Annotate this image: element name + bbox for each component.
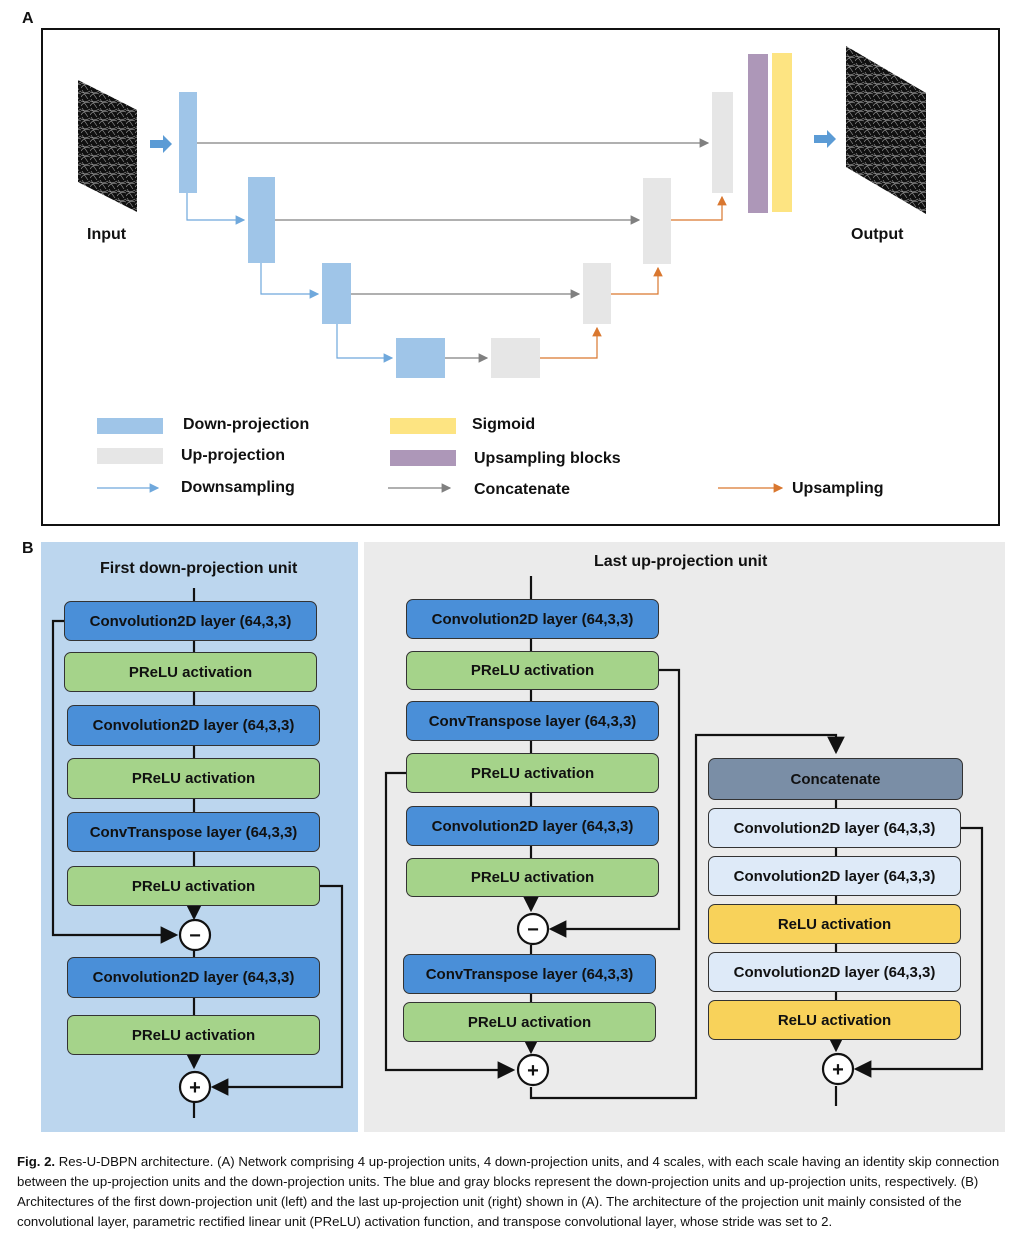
output-label: Output	[851, 226, 904, 243]
side-block-relu-1: ReLU activation	[708, 904, 961, 944]
legend-up-projection-label: Up-projection	[181, 447, 285, 464]
left-block-prelu-1: PReLU activation	[64, 652, 317, 692]
down-block-4	[396, 338, 445, 378]
side-block-concatenate: Concatenate	[708, 758, 963, 800]
side-block-conv-2: Convolution2D layer (64,3,3)	[708, 856, 961, 896]
left-add-symbol: +	[189, 1077, 201, 1099]
left-block-conv-1: Convolution2D layer (64,3,3)	[64, 601, 317, 641]
side-add-symbol: +	[832, 1059, 844, 1081]
legend-up-swatch	[97, 448, 163, 464]
right-add-symbol: +	[527, 1060, 539, 1082]
panel-a-letter: A	[22, 10, 34, 27]
upsampling-arrow-2	[611, 266, 663, 295]
up-block-4	[712, 92, 733, 193]
caption-label: Fig. 2.	[17, 1154, 56, 1169]
legend-concatenate-label: Concatenate	[474, 481, 571, 498]
panel-a-frame	[41, 28, 1000, 526]
down-block-1	[179, 92, 197, 193]
downsampling-arrow-3	[336, 324, 394, 363]
figure-caption: Fig. 2. Res-U-DBPN architecture. (A) Net…	[17, 1152, 1007, 1232]
side-block-relu-2: ReLU activation	[708, 1000, 961, 1040]
sigmoid-block	[772, 53, 792, 212]
legend-sigmoid-swatch	[390, 418, 456, 434]
right-block-convtranspose-1: ConvTranspose layer (64,3,3)	[406, 701, 659, 741]
side-block-conv-1: Convolution2D layer (64,3,3)	[708, 808, 961, 848]
right-subtract-node	[516, 912, 550, 946]
up-block-3	[643, 178, 671, 264]
left-block-conv-3: Convolution2D layer (64,3,3)	[67, 957, 320, 998]
left-unit-title: First down-projection unit	[100, 560, 298, 577]
right-add-node	[516, 1053, 550, 1087]
right-block-prelu-1: PReLU activation	[406, 651, 659, 690]
left-block-prelu-2: PReLU activation	[67, 758, 320, 799]
right-block-prelu-2: PReLU activation	[406, 753, 659, 793]
right-unit-title: Last up-projection unit	[594, 553, 768, 570]
right-block-prelu-4: PReLU activation	[403, 1002, 656, 1042]
side-add-node	[821, 1052, 855, 1086]
left-block-conv-2: Convolution2D layer (64,3,3)	[67, 705, 320, 746]
downsampling-arrow-2	[260, 263, 320, 299]
right-subtract-symbol: −	[527, 919, 539, 941]
down-block-2	[248, 177, 275, 263]
input-image	[78, 80, 137, 212]
caption-text: Res-U-DBPN architecture. (A) Network com…	[17, 1154, 1000, 1229]
legend-sigmoid-label: Sigmoid	[472, 416, 536, 433]
legend-upsampling-label: Upsampling	[792, 480, 884, 497]
right-block-conv-1: Convolution2D layer (64,3,3)	[406, 599, 659, 639]
down-block-3	[322, 263, 351, 324]
panel-b-letter: B	[22, 540, 34, 557]
right-block-conv-2: Convolution2D layer (64,3,3)	[406, 806, 659, 846]
upsampling-arrow-1	[540, 326, 602, 359]
up-block-1	[491, 338, 540, 378]
input-label: Input	[87, 226, 127, 243]
upsampling-arrow-3	[671, 195, 727, 221]
output-arrow	[814, 130, 836, 148]
up-block-2	[583, 263, 611, 324]
output-image	[846, 46, 926, 214]
legend-upsampling-swatch	[390, 450, 456, 466]
legend-upsampling-blocks-label: Upsampling blocks	[474, 450, 621, 467]
upsampling-block	[748, 54, 768, 213]
left-block-convtranspose: ConvTranspose layer (64,3,3)	[67, 812, 320, 852]
right-block-prelu-3: PReLU activation	[406, 858, 659, 897]
left-block-prelu-3: PReLU activation	[67, 866, 320, 906]
side-block-conv-3: Convolution2D layer (64,3,3)	[708, 952, 961, 992]
left-subtract-symbol: −	[189, 925, 201, 947]
left-block-prelu-4: PReLU activation	[67, 1015, 320, 1055]
downsampling-arrow-1	[186, 193, 246, 225]
legend-downsampling-label: Downsampling	[181, 479, 295, 496]
right-block-convtranspose-2: ConvTranspose layer (64,3,3)	[403, 954, 656, 994]
input-arrow	[150, 135, 172, 153]
left-add-node	[178, 1070, 212, 1104]
legend-down-swatch	[97, 418, 163, 434]
legend-down-projection-label: Down-projection	[183, 416, 310, 433]
left-subtract-node	[178, 918, 212, 952]
